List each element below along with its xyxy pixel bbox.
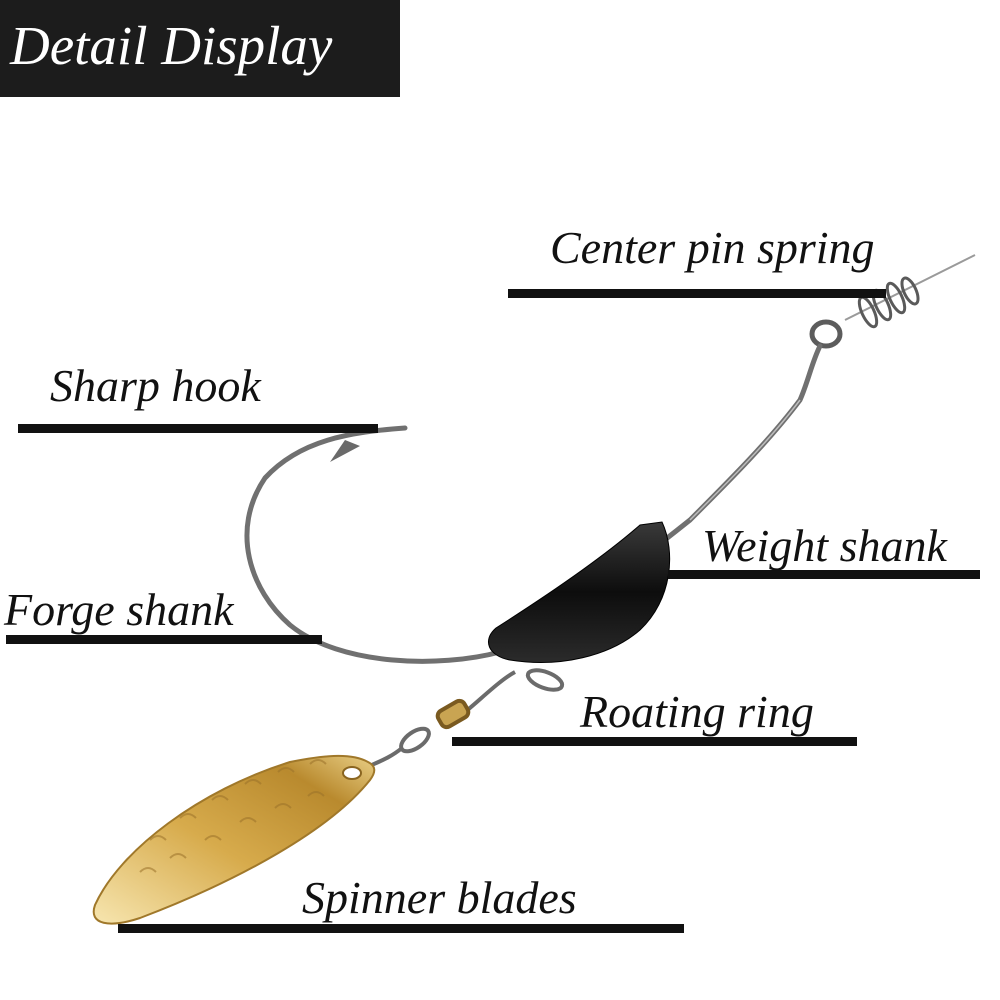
rule-sharp-hook (18, 424, 378, 433)
blade-dimples (139, 759, 327, 873)
label-roating-ring: Roating ring (580, 686, 814, 737)
spinner-blade (92, 754, 376, 925)
label-sharp-hook: Sharp hook (50, 360, 261, 411)
label-center-pin-spring: Center pin spring (550, 222, 875, 273)
page-title: Detail Display (10, 15, 333, 76)
title-badge: Detail Display (0, 0, 400, 97)
spinner-blade-hole (342, 766, 362, 780)
rule-spinner-blades (118, 924, 684, 933)
rule-forge-shank (6, 635, 322, 644)
center-pin-spring (857, 276, 920, 329)
label-weight-shank: Weight shank (702, 520, 947, 571)
rule-weight-shank (668, 570, 980, 579)
rule-center-pin-spring (508, 289, 886, 298)
rotating-swivel (364, 668, 565, 770)
hook-wire-highlight (689, 399, 801, 521)
hook-eye (809, 319, 843, 349)
rule-roating-ring (452, 737, 857, 746)
label-forge-shank: Forge shank (4, 584, 234, 635)
label-spinner-blades: Spinner blades (302, 872, 577, 923)
hook-barb (330, 440, 360, 462)
center-pin-wire (844, 254, 976, 321)
weight-shank-body (487, 521, 671, 663)
